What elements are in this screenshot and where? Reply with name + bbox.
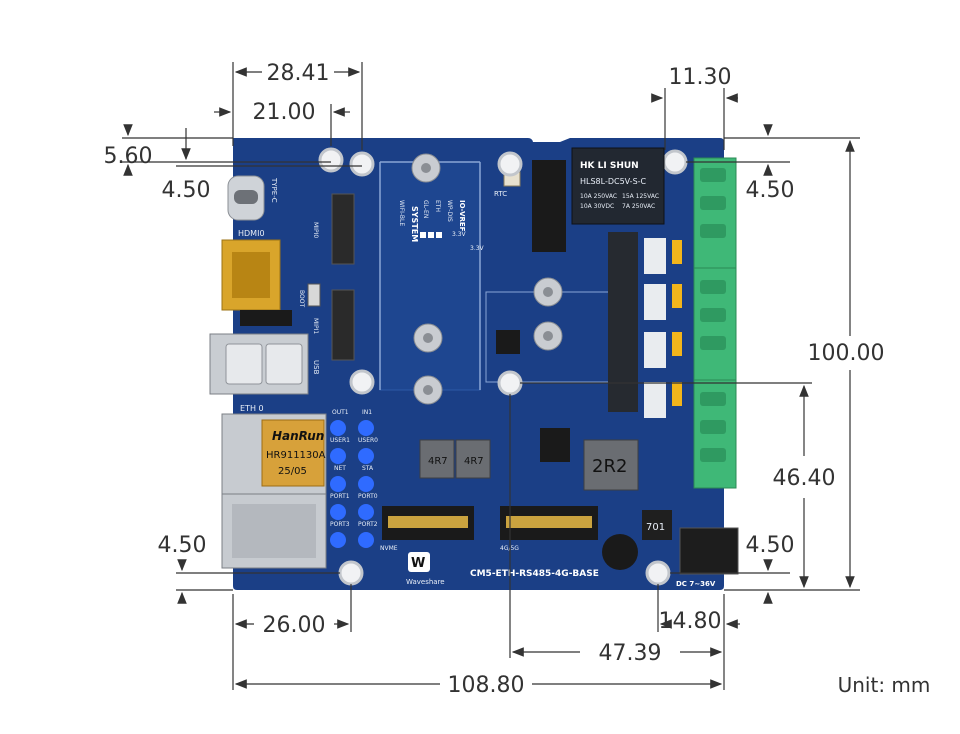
dim-right-hole-x: 11.30	[669, 65, 732, 90]
nvme-slot: NVME	[380, 506, 474, 552]
wp-dis-label: WP-DIS	[446, 200, 453, 222]
v33-label: 3.3V	[452, 231, 467, 238]
rj45-date: 25/05	[278, 466, 307, 477]
rj45-port-bottom	[221, 493, 327, 569]
led-user1-label: USER1	[330, 437, 350, 444]
model-label: CM5-ETH-RS485-4G-BASE	[470, 569, 599, 579]
inductor-small-1-label: 4R7	[428, 456, 448, 467]
power-label: DC 7~36V	[676, 580, 716, 588]
inductor-small-2: 4R7	[455, 439, 491, 479]
led-port1-label: PORT1	[330, 493, 350, 500]
relay-line1: 10A 250VAC	[580, 193, 617, 200]
dim-bottom-right-hole-y: 4.50	[746, 533, 795, 558]
mipi0-label: MIPI0	[312, 222, 319, 238]
v33b-label: 3.3V	[470, 245, 485, 252]
rj45-model: HR911130A	[266, 450, 326, 461]
inductor-big: 2R2	[583, 439, 639, 491]
svg-text:W: W	[411, 556, 425, 571]
usb-port: USB	[209, 333, 320, 395]
glen-label: GL-EN	[422, 200, 429, 218]
led-port3-label: PORT3	[330, 521, 350, 528]
rj45-port-top: HanRun HR911130A 25/05	[221, 413, 327, 495]
eth-label: ETH	[434, 200, 441, 212]
inductor-big-label: 2R2	[592, 456, 627, 477]
type-c-label: TYPE-C	[270, 177, 278, 203]
dim-width: 108.80	[448, 673, 525, 698]
mipi1-connector: MIPI1	[312, 289, 355, 361]
dim-top-hole-y: 5.60	[104, 144, 153, 169]
system-switch-block: SYSTEM WIFI-BLE GL-EN ETH WP-DIS IO-VREF…	[398, 200, 485, 252]
sim-slot	[532, 160, 566, 252]
led-port2-label: PORT2	[358, 521, 378, 528]
4g-slot: 4G/5G	[500, 506, 598, 552]
dim-height: 100.00	[808, 341, 885, 366]
relay-line3: 15A 125VAC	[622, 193, 659, 200]
dimension-annotations	[122, 62, 860, 690]
rj45-brand: HanRun	[272, 429, 324, 443]
hdmi-label: HDMI0	[238, 229, 265, 238]
led-net-label: NET	[334, 465, 346, 472]
dim-mid-hole-y: 46.40	[773, 466, 836, 491]
relay-model: HLS8L-DC5V-S-C	[580, 177, 647, 186]
standoffs	[411, 153, 563, 405]
boot-switch: BOOT	[298, 283, 321, 307]
eth0-label: ETH 0	[240, 404, 264, 413]
relay-line4: 7A 250VAC	[622, 203, 655, 210]
dim-top-hole-x: 28.41	[267, 61, 330, 86]
boot-label: BOOT	[298, 290, 305, 307]
dim-right-hole-y: 4.50	[746, 178, 795, 203]
ic-701-body	[642, 510, 672, 540]
wifi-ble-label: WIFI-BLE	[398, 200, 405, 226]
led-sta-label: STA	[362, 465, 374, 472]
usb-c-port: TYPE-C	[227, 175, 278, 221]
inductor-small-1: 4R7	[419, 439, 455, 479]
led-in1-label: IN1	[362, 409, 372, 416]
dim-bottom-right-hole-x: 14.80	[659, 609, 722, 634]
inductor-small-2-label: 4R7	[464, 456, 484, 467]
brand-name: Waveshare	[406, 578, 445, 586]
unit-label: Unit: mm	[838, 673, 931, 697]
system-label: SYSTEM	[410, 206, 419, 242]
relay-brand: HK LI SHUN	[580, 161, 639, 171]
mipi1-label: MIPI1	[312, 318, 319, 334]
io-vref-label: IO-VREF	[458, 200, 466, 232]
ic-chip-small	[496, 330, 520, 354]
terminal-blocks	[693, 157, 737, 489]
pin-header	[240, 310, 292, 326]
led-out1-label: OUT1	[332, 409, 349, 416]
rtc-label: RTC	[494, 190, 507, 198]
dim-left-hole-y: 4.50	[162, 178, 211, 203]
usb-label: USB	[312, 360, 320, 375]
dim-top-board-x: 21.00	[253, 100, 316, 125]
status-leds: OUT1 IN1 USER1 USER0 NET STA PORT1 PORT0…	[330, 409, 378, 548]
ic-chip	[540, 428, 570, 462]
led-port0-label: PORT0	[358, 493, 378, 500]
nvme-label: NVME	[380, 545, 398, 552]
hdmi-port: HDMI0	[221, 229, 281, 311]
mipi0-connector: MIPI0	[312, 193, 355, 265]
relay: HK LI SHUN HLS8L-DC5V-S-C 10A 250VAC 10A…	[571, 147, 665, 225]
dim-bottom-left-hole-x: 26.00	[263, 613, 326, 638]
dim-bottom-left-hole-y: 4.50	[158, 533, 207, 558]
dc-jack	[679, 527, 739, 575]
ic-701-label: 701	[646, 522, 665, 533]
brand-logo: W	[408, 552, 430, 572]
buzzer	[602, 534, 638, 570]
led-user0-label: USER0	[358, 437, 378, 444]
relay-line2: 10A 30VDC	[580, 203, 614, 210]
dim-mid-hole-x: 47.39	[599, 641, 662, 666]
driver-components	[608, 232, 682, 418]
